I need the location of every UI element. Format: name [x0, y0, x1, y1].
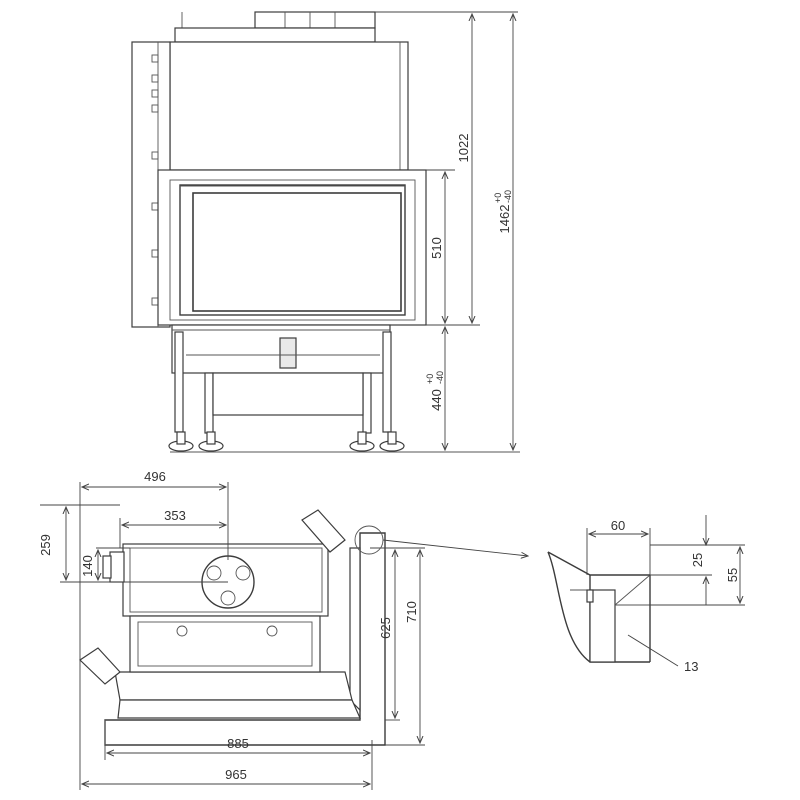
- dim-710: 710: [404, 601, 419, 623]
- dim-total-height: 1462 +0 -40: [493, 190, 513, 233]
- dim-140: 140: [80, 555, 95, 577]
- plan-view: 496 353 259 140 625 710 885 965: [38, 469, 528, 790]
- dim-55: 55: [725, 568, 740, 582]
- dim-60: 60: [611, 518, 625, 533]
- svg-text:1462: 1462: [497, 205, 512, 234]
- dim-top-height: 1022: [456, 134, 471, 163]
- dim-965: 965: [225, 767, 247, 782]
- air-control: [279, 337, 297, 369]
- dim-13: 13: [684, 659, 698, 674]
- legs: [168, 331, 405, 452]
- svg-text:+0: +0: [493, 193, 503, 203]
- svg-text:+0: +0: [425, 374, 435, 384]
- svg-text:440: 440: [429, 389, 444, 411]
- detail-callout-circle: [354, 525, 384, 555]
- dim-353: 353: [164, 508, 186, 523]
- svg-text:-40: -40: [503, 190, 513, 203]
- front-view: 510 1022 1462 +0 -40 440 +0 -40: [131, 11, 520, 453]
- dim-885: 885: [227, 736, 249, 751]
- svg-text:-40: -40: [435, 371, 445, 384]
- plan-body: [122, 543, 329, 617]
- dim-25: 25: [690, 553, 705, 567]
- dim-glass-height: 510: [429, 237, 444, 259]
- glass-window: [192, 192, 402, 312]
- dim-496: 496: [144, 469, 166, 484]
- dim-base-height: 440 +0 -40: [425, 371, 445, 411]
- stove-body: [169, 41, 409, 171]
- flue-collar: [254, 11, 376, 29]
- detail-view: 60 25 55 13: [547, 515, 745, 674]
- dim-625: 625: [378, 617, 393, 639]
- dim-259: 259: [38, 534, 53, 556]
